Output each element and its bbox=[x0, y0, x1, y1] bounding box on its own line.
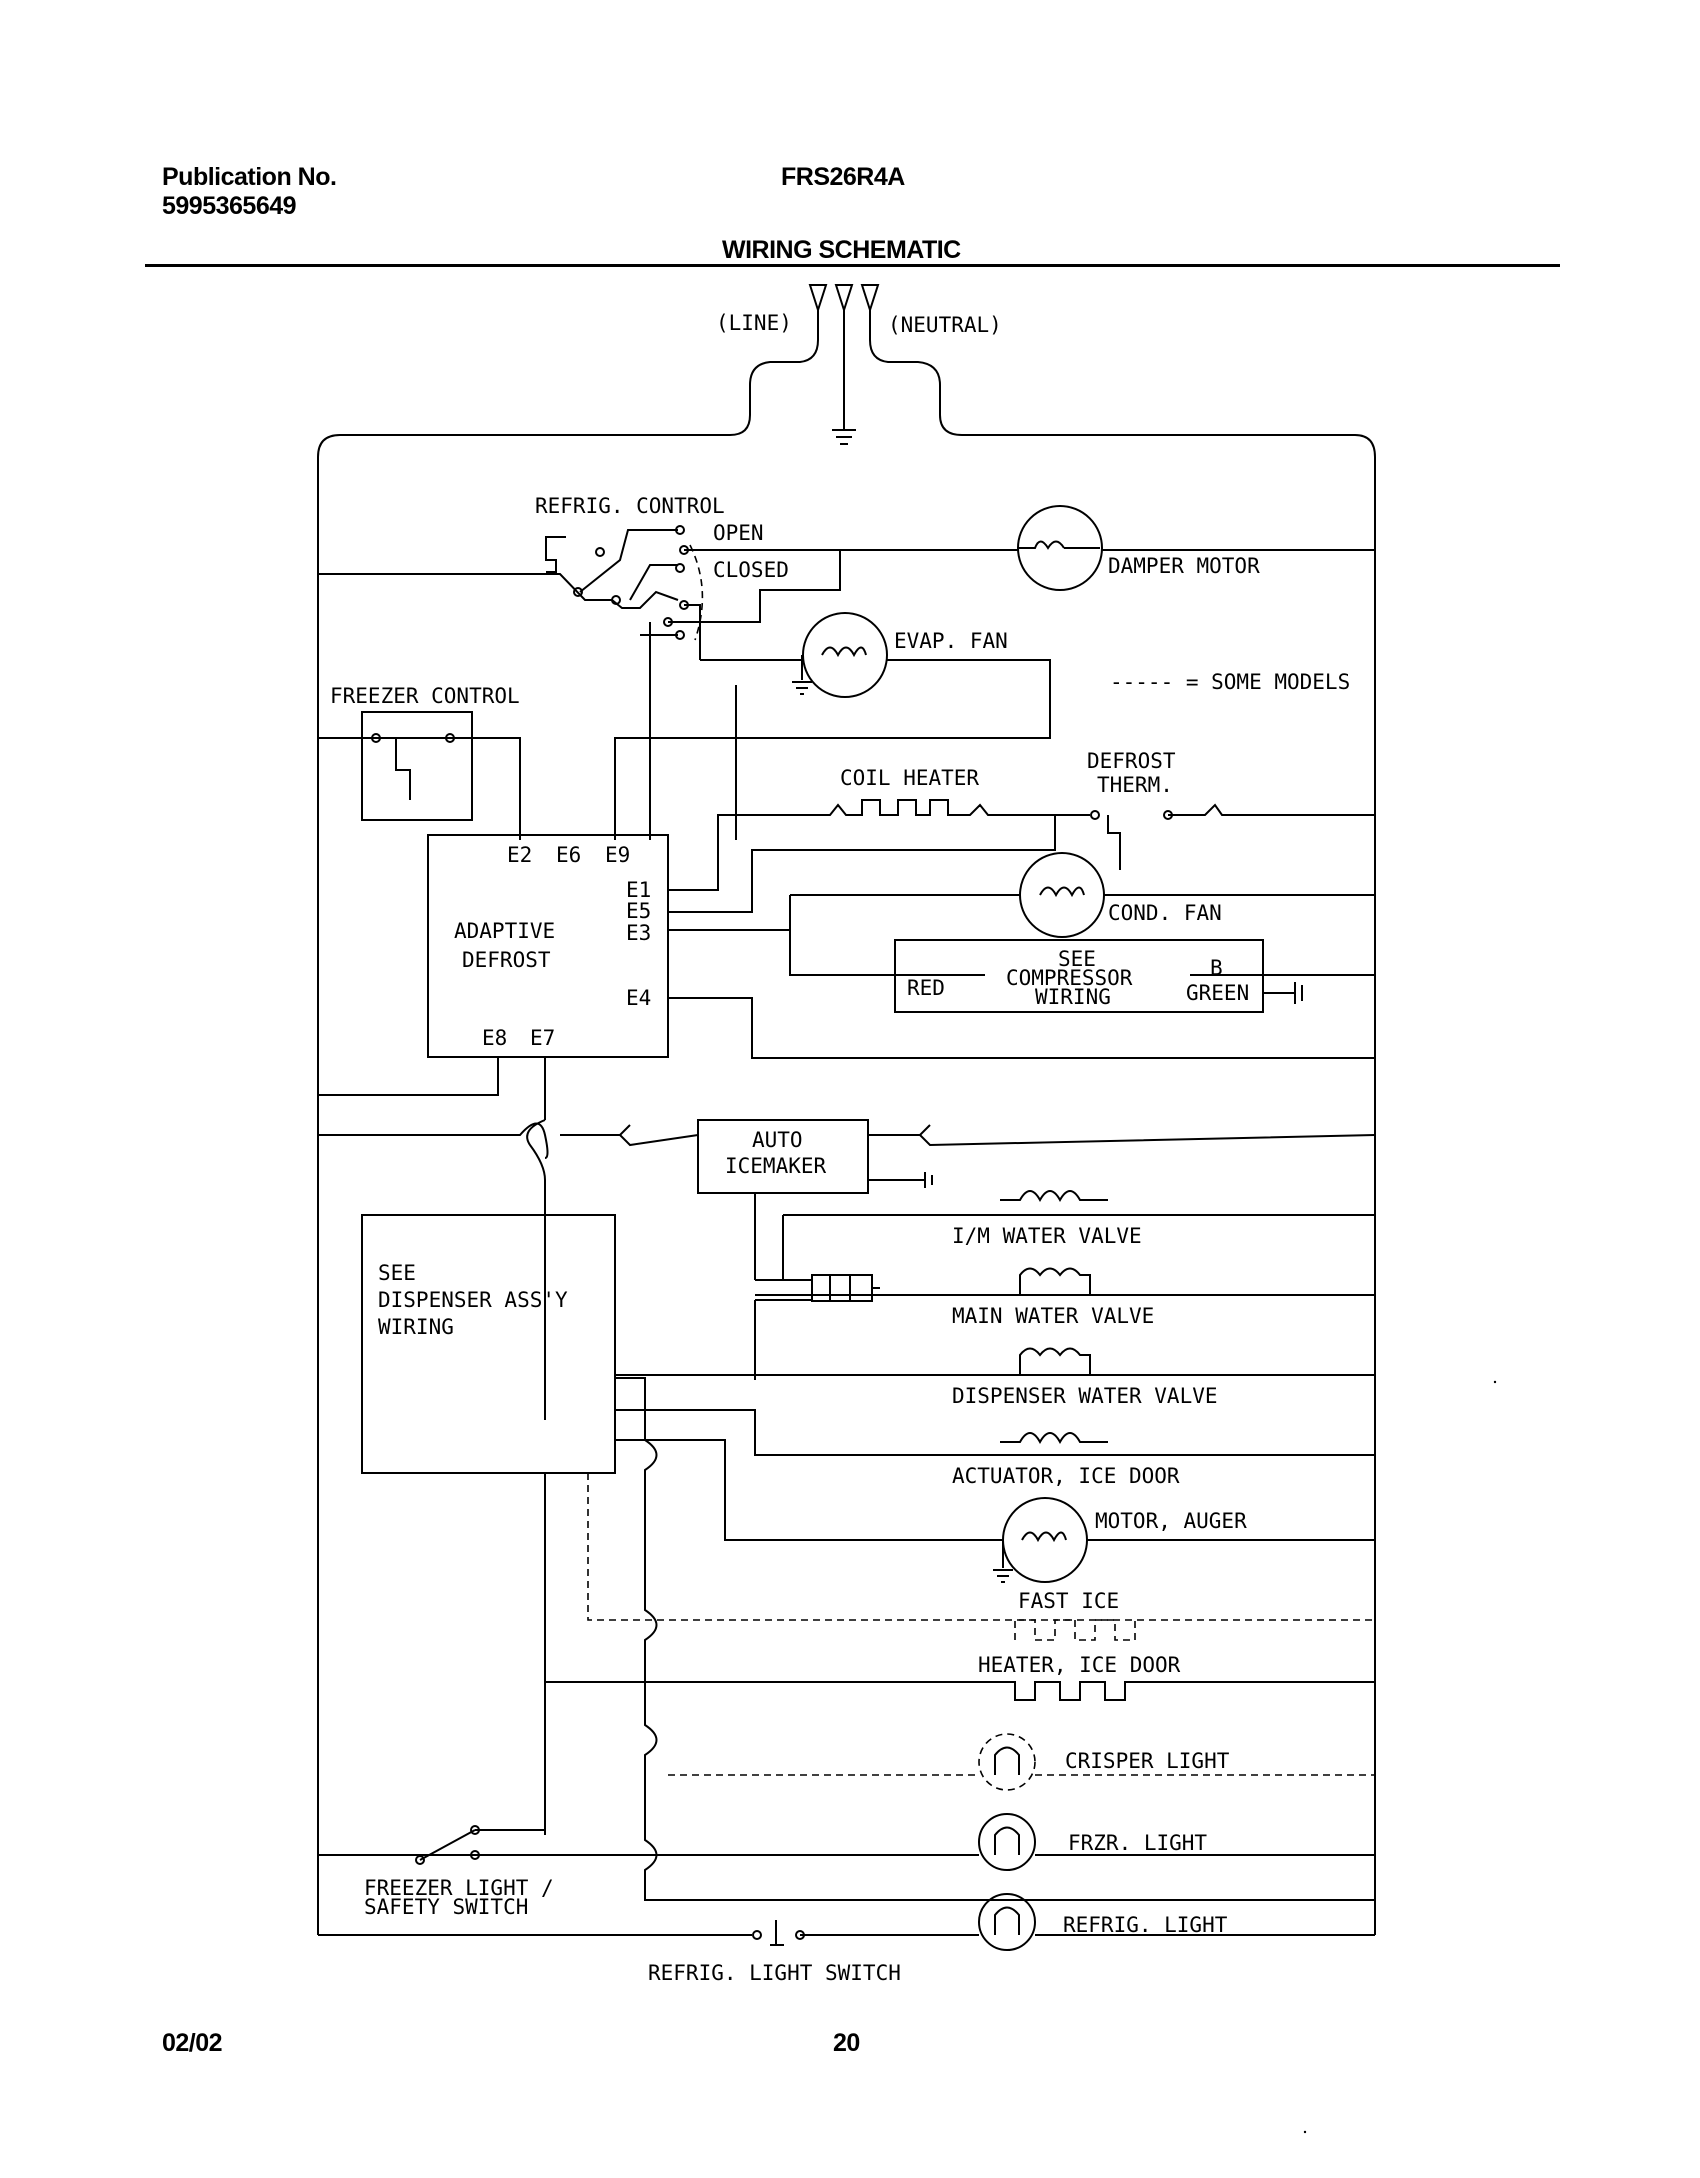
fast-ice-label: FAST ICE bbox=[1018, 1589, 1119, 1613]
motor-auger-label: MOTOR, AUGER bbox=[1095, 1509, 1247, 1533]
adaptive-defrost-board bbox=[427, 834, 669, 1058]
ground-icon bbox=[832, 429, 856, 445]
dispenser-assy-box bbox=[361, 1214, 616, 1474]
im-water-valve-label: I/M WATER VALVE bbox=[952, 1224, 1142, 1248]
coil-heater-icon bbox=[800, 799, 1090, 816]
damper-motor-label: DAMPER MOTOR bbox=[1108, 554, 1260, 578]
model-number: FRS26R4A bbox=[781, 163, 905, 191]
terminal-e1: E1 bbox=[626, 878, 651, 902]
terminal-e5: E5 bbox=[626, 899, 651, 923]
evap-fan-icon bbox=[792, 612, 888, 698]
defrost-therm-label-2: THERM. bbox=[1097, 773, 1173, 797]
terminal-e6: E6 bbox=[556, 843, 581, 867]
header-rule bbox=[145, 264, 1560, 267]
damper-motor-icon bbox=[1017, 505, 1103, 591]
terminal-e9: E9 bbox=[605, 843, 630, 867]
freezer-light-safety-switch bbox=[415, 1825, 546, 1865]
terminal-e7: E7 bbox=[530, 1026, 555, 1050]
icemaker-label: ICEMAKER bbox=[725, 1154, 827, 1178]
terminal-e4: E4 bbox=[626, 986, 651, 1010]
defrost-therm-icon bbox=[1090, 803, 1375, 870]
refrig-control-label: REFRIG. CONTROL bbox=[535, 494, 725, 518]
refrig-light-switch-label: REFRIG. LIGHT SWITCH bbox=[648, 1961, 901, 1985]
freezer-light-switch-label-2: SAFETY SWITCH bbox=[364, 1895, 528, 1919]
actuator-ice-door-icon bbox=[1000, 1432, 1108, 1445]
dispenser-assy-label: DISPENSER ASS'Y bbox=[378, 1288, 568, 1312]
freezer-light-switch-label-1: FREEZER LIGHT / bbox=[364, 1876, 554, 1900]
publication-number: 5995365649 bbox=[162, 192, 297, 220]
heater-ice-door-icon bbox=[545, 1681, 1375, 1701]
fast-ice-heater-icon bbox=[587, 1473, 1375, 1641]
main-water-valve-label: MAIN WATER VALVE bbox=[952, 1304, 1154, 1328]
evap-fan-label: EVAP. FAN bbox=[894, 629, 1008, 653]
main-water-valve-icon bbox=[1019, 1267, 1091, 1295]
adaptive-label: ADAPTIVE bbox=[454, 919, 555, 943]
crisper-light-label: CRISPER LIGHT bbox=[1065, 1749, 1230, 1773]
dispenser-see-label: SEE bbox=[378, 1261, 416, 1285]
closed-label: CLOSED bbox=[713, 558, 789, 582]
im-water-valve-icon bbox=[1000, 1190, 1108, 1203]
line-label: (LINE) bbox=[716, 311, 792, 335]
refrig-light-icon bbox=[978, 1893, 1036, 1951]
compressor-label: COMPRESSOR bbox=[1006, 966, 1133, 990]
refrig-light-label: REFRIG. LIGHT bbox=[1063, 1913, 1228, 1937]
frzr-light-icon bbox=[978, 1813, 1036, 1871]
motor-auger-icon bbox=[993, 1497, 1088, 1583]
refrig-control-switch bbox=[318, 525, 841, 840]
refrig-light-switch bbox=[752, 1920, 805, 1946]
coil-heater-label: COIL HEATER bbox=[840, 766, 979, 790]
terminal-e3: E3 bbox=[626, 921, 651, 945]
dispenser-wiring-label: WIRING bbox=[378, 1315, 454, 1339]
compressor-wiring-label: WIRING bbox=[1035, 985, 1111, 1009]
frzr-light-label: FRZR. LIGHT bbox=[1068, 1831, 1207, 1855]
open-label: OPEN bbox=[713, 521, 764, 545]
some-models-legend: ----- = SOME MODELS bbox=[1110, 670, 1350, 694]
page-title: WIRING SCHEMATIC bbox=[722, 236, 961, 264]
b-terminal-label: B bbox=[1210, 956, 1223, 980]
heater-ice-door-label: HEATER, ICE DOOR bbox=[978, 1653, 1181, 1677]
power-plug bbox=[317, 284, 1376, 1935]
publication-label: Publication No. bbox=[162, 163, 337, 191]
valve-connector bbox=[754, 1193, 880, 1302]
defrost-label: DEFROST bbox=[462, 948, 551, 972]
crisper-light-icon bbox=[978, 1733, 1036, 1791]
neutral-label: (NEUTRAL) bbox=[888, 313, 1002, 337]
green-wire-label: GREEN bbox=[1186, 981, 1249, 1005]
actuator-ice-door-label: ACTUATOR, ICE DOOR bbox=[952, 1464, 1180, 1488]
dispenser-water-valve-icon bbox=[1019, 1347, 1091, 1375]
red-wire-label: RED bbox=[907, 976, 945, 1000]
freezer-control-label: FREEZER CONTROL bbox=[330, 684, 520, 708]
freezer-control-switch bbox=[318, 711, 521, 840]
compressor-see-label: SEE bbox=[1058, 947, 1096, 971]
terminal-e2: E2 bbox=[507, 843, 532, 867]
footer-page: 20 bbox=[833, 2029, 860, 2057]
cond-fan-label: COND. FAN bbox=[1108, 901, 1222, 925]
dispenser-water-valve-label: DISPENSER WATER VALVE bbox=[952, 1384, 1218, 1408]
footer-date: 02/02 bbox=[162, 2029, 223, 2057]
defrost-therm-label-1: DEFROST bbox=[1087, 749, 1176, 773]
auto-icemaker-box bbox=[697, 1119, 869, 1194]
auto-label: AUTO bbox=[752, 1128, 803, 1152]
terminal-e8: E8 bbox=[482, 1026, 507, 1050]
cond-fan-icon bbox=[1019, 852, 1105, 938]
